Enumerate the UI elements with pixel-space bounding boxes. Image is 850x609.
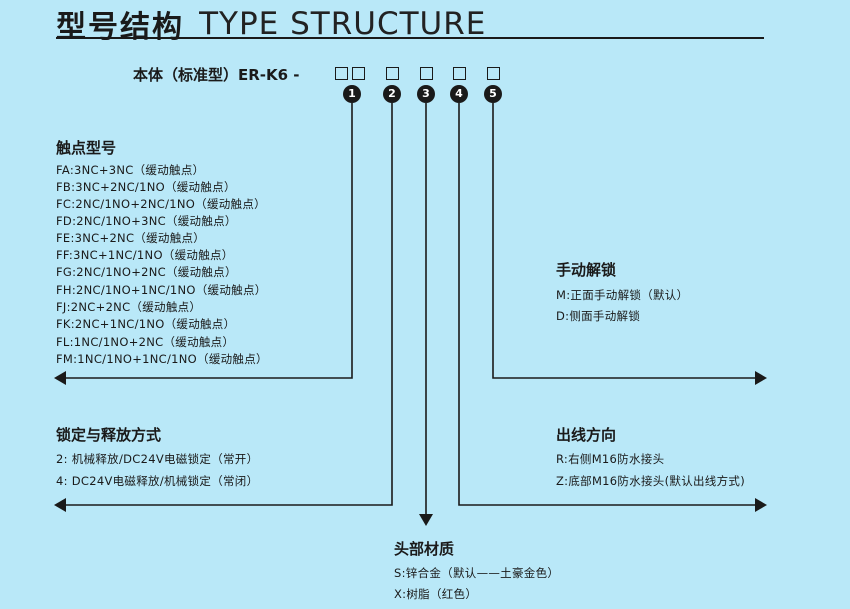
lock-release-heading: 锁定与释放方式	[56, 426, 162, 444]
arrowhead-lock-release	[54, 498, 66, 512]
arrowhead-manual-unlock	[755, 371, 767, 385]
placeholder-box-5	[487, 67, 500, 80]
position-number-1: 1	[343, 85, 361, 103]
manual-unlock-item: D:侧面手动解锁	[556, 309, 641, 323]
outlet-direction-heading: 出线方向	[556, 426, 617, 444]
contact-type-item: FD:2NC/1NO+3NC（缓动触点）	[56, 214, 237, 228]
placeholder-box-4	[453, 67, 466, 80]
contact-type-item: FF:3NC+1NC/1NO（缓动触点）	[56, 248, 234, 262]
connector-5	[492, 103, 758, 379]
lock-release-item: 4: DC24V电磁释放/机械锁定（常闭）	[56, 474, 259, 488]
contact-type-item: FC:2NC/1NO+2NC/1NO（缓动触点）	[56, 197, 266, 211]
placeholder-box-1b	[352, 67, 365, 80]
arrowhead-outlet-direction	[755, 498, 767, 512]
title-chinese: 型号结构	[56, 10, 184, 45]
contact-type-item: FG:2NC/1NO+2NC（缓动触点）	[56, 265, 237, 279]
arrowhead-contact-type	[54, 371, 66, 385]
contact-type-item: FM:1NC/1NO+1NC/1NO（缓动触点）	[56, 352, 268, 366]
placeholder-box-2	[386, 67, 399, 80]
position-number-4: 4	[450, 85, 468, 103]
connector-1	[64, 103, 353, 379]
head-material-item: S:锌合金（默认——土豪金色）	[394, 566, 560, 580]
placeholder-box-3	[420, 67, 433, 80]
contact-type-item: FE:3NC+2NC（缓动触点）	[56, 231, 206, 245]
arrowhead-head-material	[419, 514, 433, 526]
contact-type-item: FJ:2NC+2NC（缓动触点）	[56, 300, 202, 314]
outlet-direction-item: R:右侧M16防水接头	[556, 452, 665, 466]
placeholder-box-1a	[335, 67, 348, 80]
connector-2	[64, 103, 393, 506]
contact-type-item: FB:3NC+2NC/1NO（缓动触点）	[56, 180, 236, 194]
manual-unlock-heading: 手动解锁	[556, 261, 617, 279]
model-code: 本体（标准型）ER-K6 -	[133, 66, 300, 84]
position-number-2: 2	[383, 85, 401, 103]
contact-type-item: FA:3NC+3NC（缓动触点）	[56, 163, 205, 177]
head-material-item: X:树脂（红色）	[394, 587, 478, 601]
contact-type-item: FL:1NC/1NO+2NC（缓动触点）	[56, 335, 235, 349]
connector-4	[458, 103, 758, 506]
title-english: TYPE STRUCTURE	[199, 6, 487, 42]
contact-type-item: FH:2NC/1NO+1NC/1NO（缓动触点）	[56, 283, 267, 297]
contact-type-item: FK:2NC+1NC/1NO（缓动触点）	[56, 317, 236, 331]
manual-unlock-item: M:正面手动解锁（默认）	[556, 288, 689, 302]
page-title: 型号结构 TYPE STRUCTURE	[56, 2, 486, 46]
contact-type-heading: 触点型号	[56, 139, 117, 157]
position-number-5: 5	[484, 85, 502, 103]
head-material-heading: 头部材质	[394, 540, 455, 558]
position-number-3: 3	[417, 85, 435, 103]
outlet-direction-item: Z:底部M16防水接头(默认出线方式)	[556, 474, 745, 488]
lock-release-item: 2: 机械释放/DC24V电磁锁定（常开）	[56, 452, 259, 466]
title-underline	[56, 37, 764, 39]
